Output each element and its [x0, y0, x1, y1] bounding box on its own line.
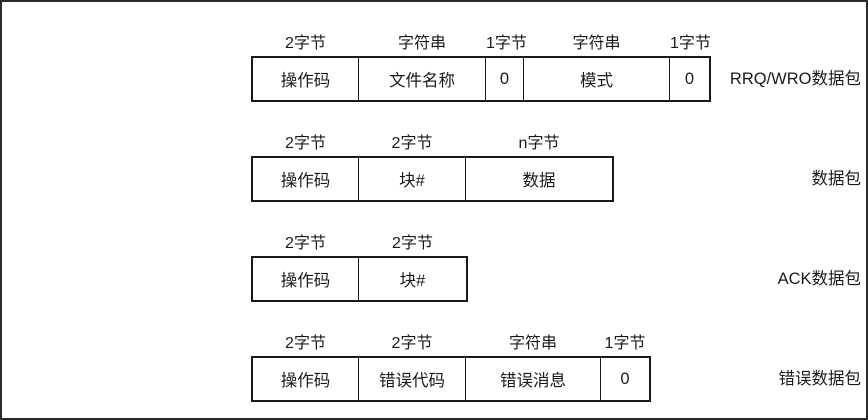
packet-field-rrq-wro-4: 1字节 0 [670, 35, 711, 100]
packet-field-value-rrq-wro-3: 模式 [580, 72, 613, 90]
packet-field-value-ack-1: 块# [399, 272, 426, 290]
packet-field-data-0: 2字节操作码 [253, 135, 359, 200]
packet-field-value-rrq-wro-1: 文件名称 [389, 72, 455, 90]
packet-field-value-error-0: 操作码 [280, 372, 331, 390]
packet-field-caption-data-0: 2字节 [285, 135, 326, 152]
packet-field-ack-1: 2字节块# [359, 235, 466, 300]
packet-field-caption-error-2: 字符串 [508, 335, 557, 352]
packet-row-label-data: 数据包 [811, 170, 862, 188]
packet-row-label-rrq-wro: RRQ/WRO数据包 [729, 70, 861, 88]
packet-row-label-ack: ACK数据包 [777, 270, 861, 288]
packet-field-caption-ack-0: 2字节 [285, 235, 326, 252]
packet-field-value-rrq-wro-2: 0 [499, 69, 510, 88]
packet-field-rrq-wro-2: 1字节 0 [486, 35, 527, 100]
packet-field-error-1: 2字节错误代码 [359, 335, 466, 400]
packet-field-data-2: n字节数据 [466, 135, 612, 200]
packet-field-caption-rrq-wro-2: 1字节 [486, 35, 527, 52]
packet-field-value-data-0: 操作码 [280, 172, 331, 190]
packet-field-caption-error-0: 2字节 [285, 335, 326, 352]
packet-field-caption-ack-1: 2字节 [392, 235, 433, 252]
packet-field-caption-error-3: 1字节 [604, 335, 646, 352]
packet-field-value-data-2: 数据 [522, 172, 556, 190]
packet-field-caption-data-2: n字节 [518, 135, 560, 152]
packet-field-error-0: 2字节操作码 [253, 335, 359, 400]
packet-field-error-2: 字符串错误消息 [466, 335, 601, 400]
packet-field-error-3: 1字节 0 [601, 335, 649, 400]
packet-field-rrq-wro-0: 2字节操作码 [253, 35, 359, 100]
packet-field-value-rrq-wro-4: 0 [684, 69, 695, 88]
packet-field-value-error-1: 错误代码 [379, 372, 445, 390]
packet-field-value-error-3: 0 [620, 369, 630, 388]
packet-field-value-data-1: 块# [399, 172, 425, 190]
packet-field-caption-rrq-wro-3: 字符串 [572, 35, 621, 52]
packet-field-caption-error-1: 2字节 [391, 335, 433, 352]
packet-field-rrq-wro-3: 字符串模式 [524, 35, 670, 100]
packet-field-caption-rrq-wro-4: 1字节 [670, 35, 711, 52]
packet-field-ack-0: 2字节操作码 [253, 235, 359, 300]
packet-field-value-ack-0: 操作码 [280, 272, 331, 290]
packet-field-value-rrq-wro-0: 操作码 [280, 72, 331, 90]
packet-field-caption-rrq-wro-1: 字符串 [397, 35, 446, 52]
packet-field-rrq-wro-1: 字符串文件名称 [359, 35, 486, 100]
packet-field-data-1: 2字节块# [359, 135, 466, 200]
packet-field-caption-data-1: 2字节 [391, 135, 433, 152]
packet-row-label-error: 错误数据包 [778, 370, 862, 388]
packet-field-caption-rrq-wro-0: 2字节 [285, 35, 326, 52]
packet-field-value-error-2: 错误消息 [500, 372, 566, 390]
